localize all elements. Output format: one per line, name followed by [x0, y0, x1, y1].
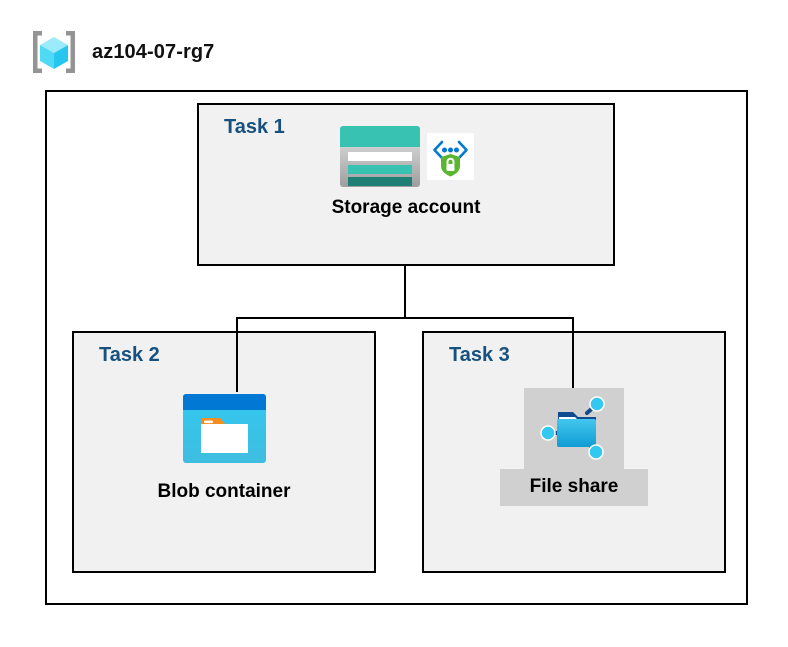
node-caption-file-share: File share	[529, 476, 619, 497]
file-share-icon-highlight	[524, 388, 624, 469]
connector-bus-to-blob-container	[236, 317, 238, 392]
task-label-1: Task 1	[224, 116, 285, 138]
node-blob-container[interactable]: Blob container	[72, 392, 376, 503]
file-share-icon	[540, 396, 605, 460]
storage-account-icon	[339, 125, 420, 187]
resource-group-icon	[33, 31, 75, 73]
task-label-3: Task 3	[449, 344, 510, 366]
private-endpoint-shield-icon	[426, 132, 474, 180]
connector-bus-to-file-share	[572, 317, 574, 392]
connector-storage-to-bus	[404, 266, 406, 319]
resource-group-header: az104-07-rg7	[30, 28, 330, 76]
connector-bus-horizontal	[236, 317, 574, 319]
node-caption-blob-container: Blob container	[157, 481, 291, 502]
blob-container-icon	[182, 394, 266, 463]
storage-account-icon-row	[339, 121, 474, 191]
node-caption-storage-account: Storage account	[331, 197, 481, 218]
node-file-share[interactable]: File share	[422, 388, 726, 506]
file-share-label-highlight: File share	[499, 469, 649, 506]
resource-group-name: az104-07-rg7	[92, 40, 215, 63]
node-storage-account[interactable]: Storage account	[197, 121, 615, 219]
task-label-2: Task 2	[99, 344, 160, 366]
